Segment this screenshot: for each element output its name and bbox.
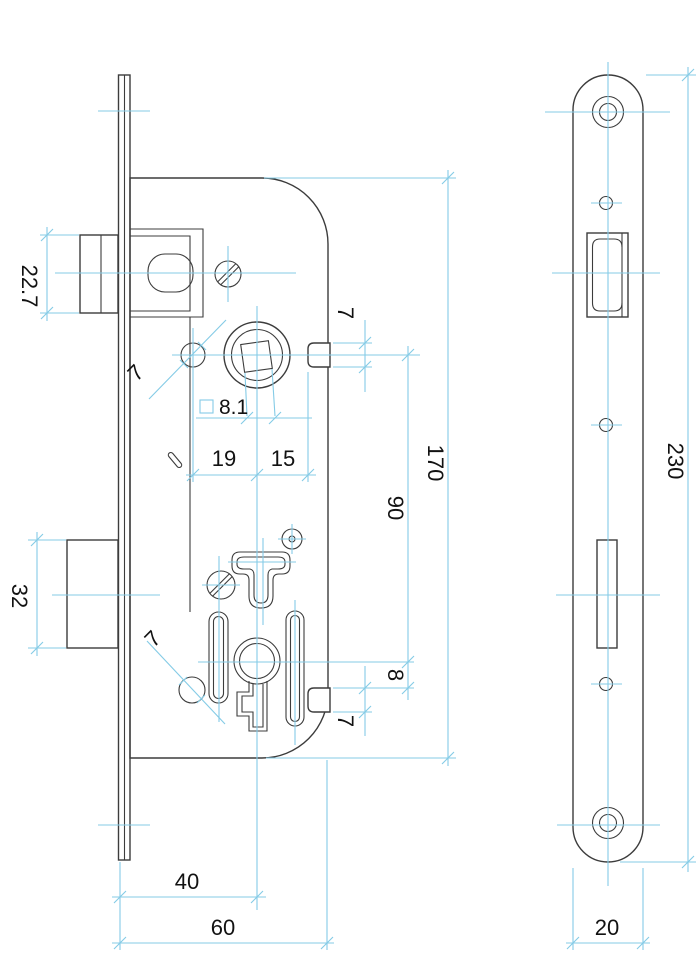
dim-hole-bottom: 7 <box>140 626 166 652</box>
side-view-dimensions: 230 20 <box>545 62 696 950</box>
dim-8: 8 <box>383 669 408 681</box>
dim-latch-height: 22.7 <box>17 265 42 308</box>
dim-case-height: 170 <box>423 445 448 482</box>
deadbolt-slot <box>596 539 618 649</box>
front-view-dimensions: 22.7 32 8.1 19 15 7 7 7 <box>7 110 456 950</box>
dim-90: 90 <box>383 496 408 520</box>
dim-faceplate-height: 230 <box>663 443 688 480</box>
spindle-square-hole <box>240 340 273 373</box>
dim-backset: 40 <box>175 869 199 894</box>
square-symbol-icon <box>199 399 214 414</box>
dim-deadbolt-height: 32 <box>7 584 32 608</box>
deadbolt-head <box>66 539 119 649</box>
case-lug-bottom <box>307 687 331 713</box>
dim-lug-top: 7 <box>333 307 358 319</box>
latch-bolt-head <box>79 234 119 314</box>
fixing-hole-bottom <box>178 676 206 704</box>
spring-detail <box>167 451 183 469</box>
dim-square-size: 8.1 <box>219 396 248 419</box>
dim-lug-bottom: 7 <box>333 715 358 727</box>
dim-case-depth: 60 <box>211 915 235 940</box>
dim-hole-top: 7 <box>123 360 149 386</box>
dim-15: 15 <box>271 446 295 471</box>
t-shaped-cutout <box>231 551 291 609</box>
dim-faceplate-width: 20 <box>595 915 619 940</box>
dim-19: 19 <box>212 446 236 471</box>
